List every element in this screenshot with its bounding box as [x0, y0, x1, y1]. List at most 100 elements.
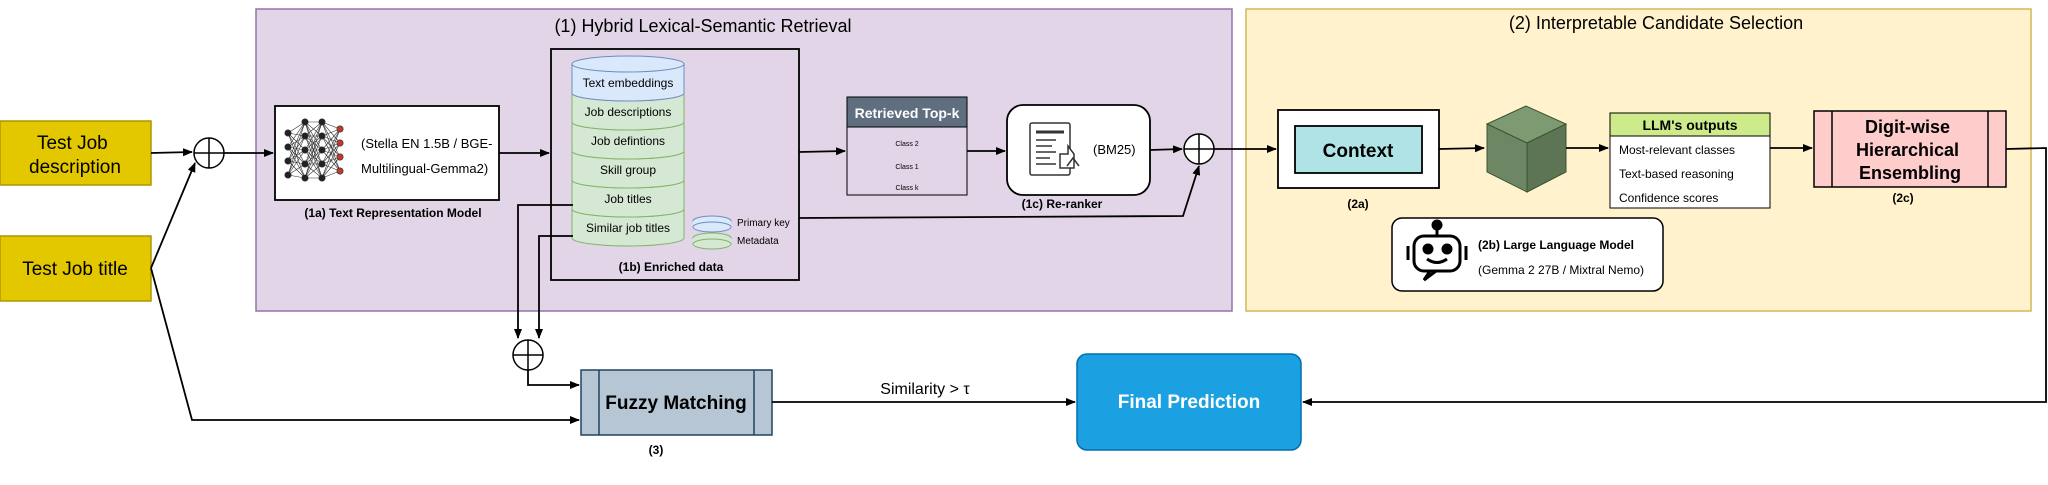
db-layer: [571, 150, 685, 189]
db-layer: [571, 63, 685, 102]
db-layer: [571, 208, 685, 247]
topk-item-3: Class k: [896, 185, 919, 192]
fuzzy-caption: (3): [649, 443, 664, 457]
reranker-caption: (1c) Re-ranker: [1022, 197, 1103, 211]
arrow-db-to-topk: [798, 147, 846, 156]
nn-edge: [304, 121, 323, 165]
enriched-data-caption: (1b) Enriched data: [619, 260, 724, 274]
nn-node: [336, 153, 344, 161]
nn-node: [301, 146, 309, 154]
arrow-sum3-to-fuzzy: [527, 370, 580, 389]
nn-node: [284, 143, 292, 151]
nn-edge: [304, 121, 323, 179]
db-layer: [571, 92, 685, 131]
neural-network-icon: [284, 118, 344, 182]
topk-item-1: Class 2: [895, 141, 918, 148]
arrow-title-to-sum1: [150, 162, 196, 269]
nn-node: [301, 174, 309, 182]
document-search-icon: [1029, 122, 1080, 176]
test-job-title-box: [0, 235, 152, 302]
llm-output-item-1: Most-relevant classes: [1619, 143, 1735, 157]
arrow-reranker-to-sum2: [1149, 145, 1183, 154]
context-label: Context: [1323, 141, 1394, 162]
nn-node: [301, 160, 309, 168]
nn-node: [336, 125, 344, 133]
section2-title: (2) Interpretable Candidate Selection: [1509, 13, 1803, 33]
fuzzy-matching-box: [580, 369, 773, 436]
nn-edge: [287, 149, 306, 176]
llm-outputs-header: [1609, 112, 1771, 137]
nn-node: [336, 167, 344, 175]
nn-edge: [321, 128, 341, 151]
nn-edge: [287, 121, 306, 176]
enriched-data-box: [550, 48, 800, 281]
sum-node-2: [1183, 133, 1215, 165]
db-legend-primary-key-icon: [692, 215, 732, 233]
db-layer-label: Skill group: [600, 163, 656, 177]
db-layer-label: Text embeddings: [583, 76, 674, 90]
llm-subtitle: (Gemma 2 27B / Mixtral Nemo): [1478, 263, 1644, 277]
sum-node-3: [512, 339, 544, 371]
llm-box: [1391, 217, 1664, 292]
context-caption: (2a): [1347, 197, 1368, 211]
reranker-text: (BM25): [1093, 142, 1136, 157]
arrow-title-to-fuzzy: [150, 267, 580, 424]
connectors: [150, 144, 2047, 424]
nn-node: [318, 146, 326, 154]
nn-node: [284, 129, 292, 137]
sum-node-1: [193, 137, 225, 169]
retrieved-topk-header: [846, 96, 968, 128]
arrow-db-to-sum2: [798, 165, 1201, 219]
test-job-description-label: Test Job description: [29, 133, 121, 178]
ensemble-caption: (2c): [1892, 191, 1913, 205]
llm-output-item-3: Confidence scores: [1619, 191, 1718, 205]
db-legend-metadata: Metadata: [737, 236, 779, 247]
section1-title: (1) Hybrid Lexical-Semantic Retrieval: [554, 16, 851, 36]
final-prediction-label: Final Prediction: [1118, 392, 1261, 413]
db-layer-label: Similar job titles: [586, 221, 670, 235]
llm-title: (2b) Large Language Model: [1478, 238, 1634, 252]
db-legend-primary-key: Primary key: [737, 218, 790, 229]
nn-edge: [304, 121, 323, 151]
nn-node: [301, 132, 309, 140]
context-box: [1294, 125, 1423, 174]
ensemble-box: [1813, 110, 2007, 188]
ensemble-label: Digit-wise Hierarchical Ensembling: [1856, 117, 1964, 183]
nn-edge: [321, 142, 341, 179]
final-prediction-box: [1076, 353, 1302, 451]
llm-outputs-title: LLM's outputs: [1642, 117, 1737, 133]
db-layer: [571, 121, 685, 160]
arrow-similar-to-sum3: [535, 235, 573, 339]
topk-item-2: Class 1: [895, 164, 918, 171]
nn-node: [318, 160, 326, 168]
nn-edge: [321, 128, 341, 179]
nn-node: [318, 174, 326, 182]
db-legend-metadata-icon: [692, 232, 732, 250]
test-job-description-box: [0, 120, 152, 186]
nn-edge: [321, 156, 341, 179]
llm-cube-icon: [1485, 105, 1568, 193]
model-caption: (1a) Text Representation Model: [304, 206, 481, 220]
nn-edge: [287, 135, 306, 176]
db-layer-label: Job defintions: [591, 134, 665, 148]
database-cylinder: Similar job titles Job titles Skill group J…: [571, 55, 685, 247]
nn-edge: [304, 121, 323, 137]
db-layer-cap: [571, 55, 685, 73]
db-layer-label: Job titles: [604, 192, 651, 206]
robot-icon: [1406, 219, 1468, 282]
nn-node: [301, 118, 309, 126]
nn-edge: [321, 128, 341, 165]
nn-edge: [287, 121, 306, 162]
nn-edge: [304, 135, 323, 179]
retrieved-topk-title: Retrieved Top-k: [855, 105, 960, 121]
similarity-label: Similarity > τ: [880, 381, 970, 398]
llm-output-item-2: Text-based reasoning: [1619, 167, 1734, 181]
nn-node: [284, 157, 292, 165]
nn-edge: [304, 163, 323, 179]
db-layer-label: Job descriptions: [585, 105, 672, 119]
nn-node: [284, 171, 292, 179]
nn-node: [318, 118, 326, 126]
nn-node: [336, 139, 344, 147]
nn-node: [318, 132, 326, 140]
arrow-desc-to-sum1: [150, 148, 193, 157]
